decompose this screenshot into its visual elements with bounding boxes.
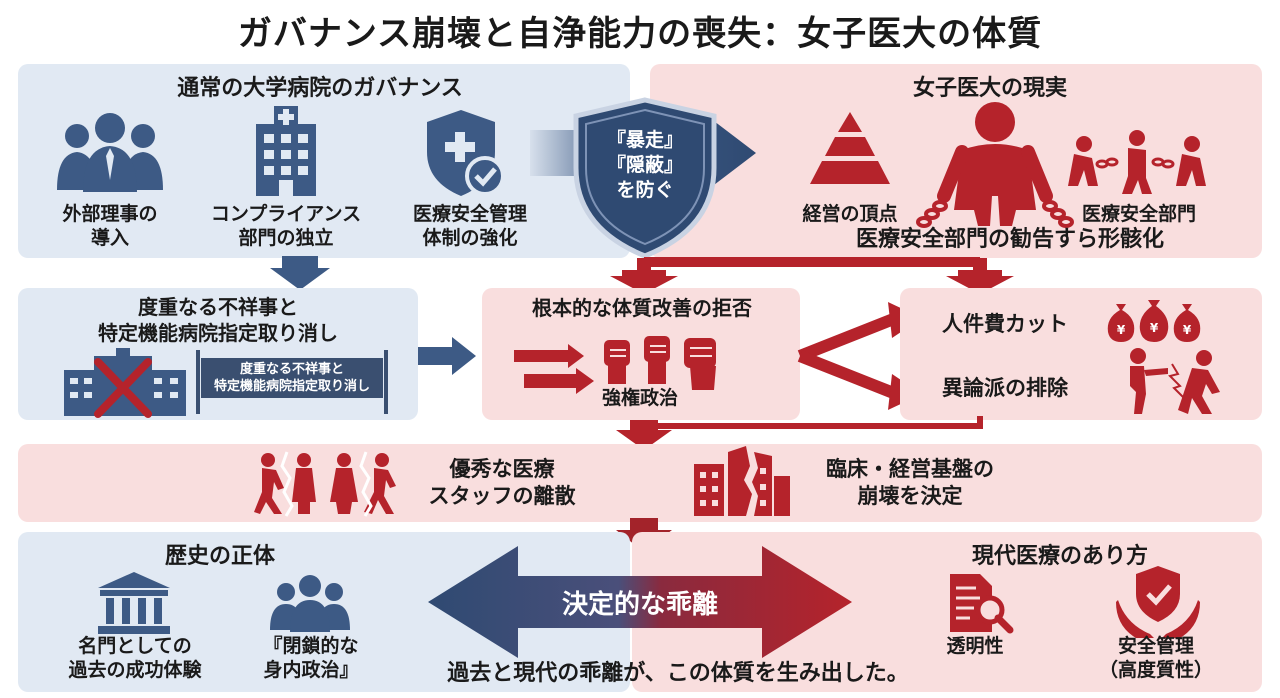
- svg-text:¥: ¥: [1117, 323, 1126, 337]
- exclusion-label: 異論派の排除: [942, 376, 1068, 400]
- safety-dept-label: 医療安全部門: [1081, 203, 1196, 225]
- top-management-label: 経営の頂点: [802, 203, 898, 225]
- revocation-banner: 度重なる不祥事と 特定機能病院指定取り消し: [201, 358, 383, 398]
- refusal-caption: 強権政治: [601, 387, 678, 409]
- shield-check-icon: [427, 110, 505, 196]
- normal-governance-heading: 通常の大学病院のガバナンス: [177, 76, 463, 101]
- reality-caption: 医療安全部門の勧告すら形骸化: [855, 227, 1164, 252]
- document-search-icon: [950, 574, 1014, 634]
- page-title: ガバナンス崩壊と自浄能力の喪失：女子医大の体質: [237, 14, 1043, 54]
- group-icon: [270, 575, 350, 632]
- merge-connector: [616, 416, 983, 450]
- safety-management-label: 安全管理 （高度質性）: [1098, 635, 1213, 681]
- modern-heading: 現代医療のあり方: [971, 544, 1148, 569]
- chained-authority-icon: [916, 102, 1074, 228]
- svg-text:¥: ¥: [1183, 323, 1192, 337]
- medical-safety-label: 医療安全管理 体制の強化: [412, 203, 527, 249]
- pushing-out-icon: [1130, 348, 1220, 414]
- reality-heading: 女子医大の現実: [912, 76, 1067, 101]
- collapsing-building-icon: [694, 446, 790, 516]
- staff-loss-label: 優秀な医療 スタッフの離散: [428, 457, 576, 508]
- refusal-heading: 根本的な体質改善の拒否: [532, 296, 752, 320]
- divergence-label: 決定的な乖離: [561, 590, 718, 620]
- institution-icon: [98, 572, 170, 634]
- revoked-hospital-icon: [64, 348, 186, 418]
- fists-icon: [604, 336, 716, 390]
- down-arrow-left: [270, 256, 330, 290]
- fleeing-staff-icon: [254, 451, 396, 517]
- chained-workers-icon: [1068, 130, 1206, 194]
- money-bags-icon: ¥ ¥ ¥: [1107, 300, 1201, 342]
- compliance-dept-label: コンプライアンス 部門の独立: [210, 203, 362, 249]
- hospital-building-icon: [256, 106, 316, 196]
- people-icon: [57, 113, 163, 192]
- footer-conclusion: 過去と現代の乖離が、この体質を生み出した。: [447, 661, 909, 686]
- right-arrow-blue: [418, 337, 476, 375]
- guard-shield-icon: [573, 97, 717, 259]
- external-directors-label: 外部理事の 導入: [62, 203, 158, 249]
- push-arrows-icon: [514, 344, 594, 394]
- cost-cut-label: 人件費カット: [942, 312, 1068, 336]
- hands-shield-icon: [1116, 566, 1200, 638]
- transparency-label: 透明性: [946, 635, 1004, 657]
- red-connector-arrows: [610, 257, 1014, 294]
- shield-label: 『暴走』 『隠蔽』 を防ぐ: [606, 129, 683, 201]
- past-success-label: 名門としての 過去の成功体験: [68, 635, 202, 681]
- banner-poles-icon: [196, 350, 388, 414]
- closed-politics-label: 『閉鎖的な 身内政治』: [263, 635, 359, 681]
- divergence-double-arrow: [428, 546, 852, 658]
- history-heading: 歴史の正体: [164, 544, 275, 569]
- foundation-collapse-label: 臨床・経営基盤の 崩壊を決定: [826, 457, 994, 508]
- consequences-panel: [18, 444, 1262, 522]
- svg-text:¥: ¥: [1150, 321, 1159, 335]
- pyramid-icon: [810, 112, 890, 184]
- scandal-heading: 度重なる不祥事と 特定機能病院指定取り消し: [98, 295, 338, 345]
